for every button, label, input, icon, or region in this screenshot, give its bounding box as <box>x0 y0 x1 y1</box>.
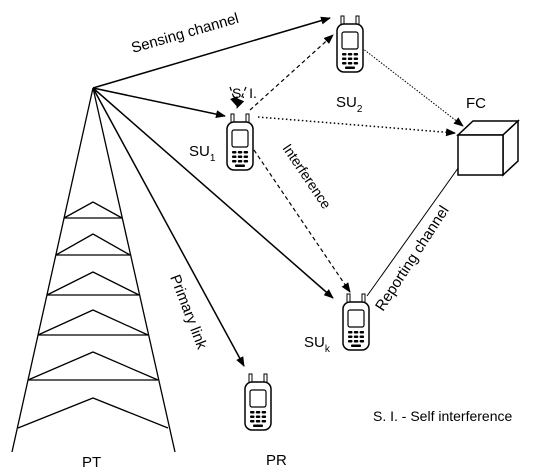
su1-label-base: SU <box>189 143 210 160</box>
pr-phone-icon <box>244 373 272 431</box>
suk-label: SUk <box>304 334 331 355</box>
self-interference-arrow-1 <box>236 86 247 109</box>
su2-label: SU2 <box>336 94 363 115</box>
suk-label-sub: k <box>325 344 331 355</box>
pt-label: PT <box>82 454 101 471</box>
su2-phone-icon <box>336 15 364 73</box>
interference-su1-su2 <box>249 34 334 111</box>
self-interference-label: S. I. <box>232 85 257 101</box>
sensing-arrow-su1 <box>92 87 226 119</box>
su1-label: SU1 <box>189 143 216 164</box>
interference-su1-suk <box>253 149 351 293</box>
suk-phone-icon <box>342 293 370 351</box>
sensing-arrow-suk <box>92 87 334 299</box>
primary-link-arrow <box>92 87 245 367</box>
su1-label-sub: 1 <box>210 153 216 164</box>
primary-link-label: Primary link <box>166 272 210 352</box>
fc-label: FC <box>466 95 486 112</box>
tower-icon <box>11 87 176 453</box>
report-su2-fc <box>361 47 464 127</box>
fusion-center-box-icon <box>456 119 520 177</box>
su2-label-sub: 2 <box>357 104 363 115</box>
interference-label: Interference <box>280 141 335 212</box>
report-suk-fc <box>366 156 467 297</box>
pr-label: PR <box>266 452 287 469</box>
self-interference-arrow-2 <box>229 86 238 107</box>
su2-label-base: SU <box>336 94 357 111</box>
sensing-arrow-su2 <box>92 16 331 89</box>
su1-phone-icon <box>226 113 254 171</box>
report-su1-fc <box>257 116 456 137</box>
reporting-channel-label: Reporting channel <box>372 203 453 314</box>
suk-label-base: SU <box>304 334 325 351</box>
legend-label: S. I. - Self interference <box>373 408 512 424</box>
